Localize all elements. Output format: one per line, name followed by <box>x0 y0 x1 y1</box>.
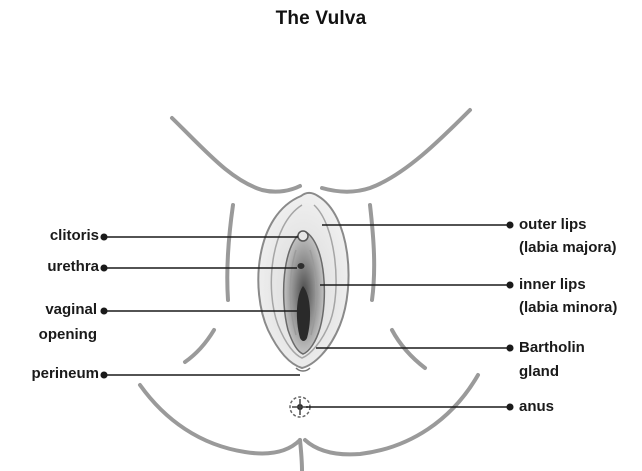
right-thigh-lower <box>392 330 425 368</box>
label-bartholin-gland-line2: gland <box>519 361 559 383</box>
label-urethra: urethra <box>47 256 99 278</box>
urethra-shape <box>298 263 305 269</box>
label-vaginal-opening-line1: vaginal <box>45 299 97 321</box>
label-inner-lips-line2: (labia minora) <box>519 297 617 319</box>
left-inner-thigh <box>227 205 233 300</box>
left-buttock <box>140 385 300 454</box>
right-groin-line <box>322 110 470 192</box>
left-groin-line <box>172 118 300 192</box>
label-bartholin-gland-line1: Bartholin <box>519 337 585 359</box>
label-anus: anus <box>519 396 554 418</box>
label-perineum: perineum <box>31 363 99 385</box>
gluteal-cleft <box>300 440 302 471</box>
label-vaginal-opening-line2: opening <box>39 324 97 346</box>
clitoris-shape <box>298 231 308 241</box>
right-buttock <box>305 375 478 454</box>
label-clitoris: clitoris <box>50 225 99 247</box>
label-inner-lips-line1: inner lips <box>519 274 586 296</box>
label-outer-lips-line1: outer lips <box>519 214 587 236</box>
label-outer-lips-line2: (labia majora) <box>519 237 617 259</box>
left-thigh-lower <box>185 330 214 362</box>
